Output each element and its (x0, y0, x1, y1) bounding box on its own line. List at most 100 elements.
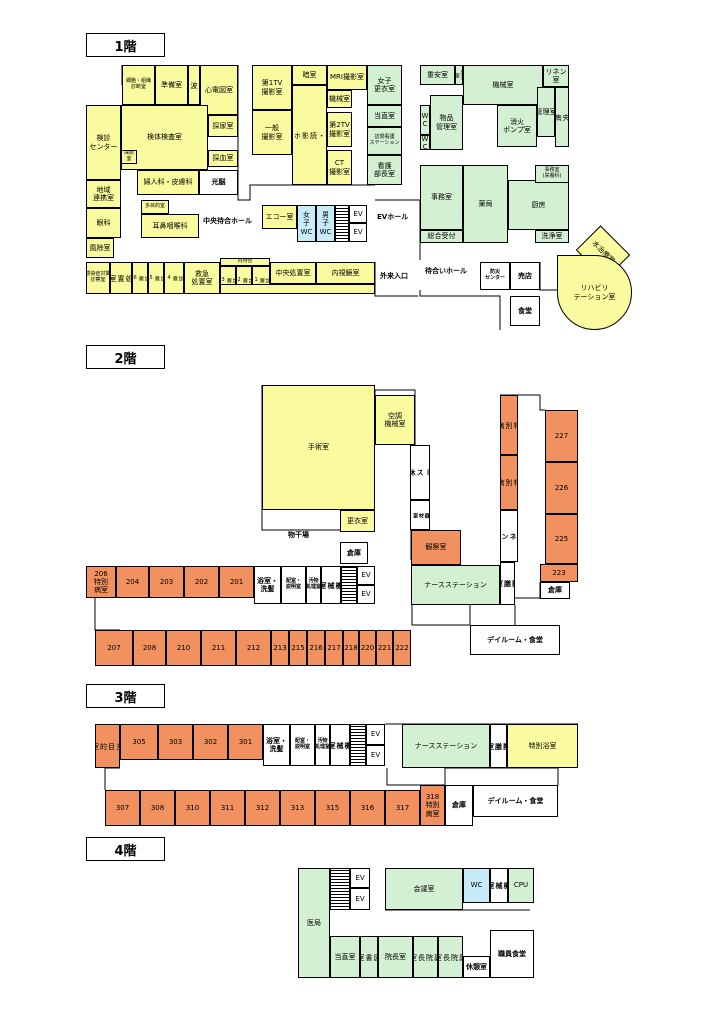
room-226: 226 (545, 462, 578, 514)
room-duty-4f: 当直室 (330, 936, 360, 978)
room-317: 317 (385, 790, 420, 826)
room-227: 227 (545, 410, 578, 462)
stairs-3f (350, 724, 366, 766)
room-202: 202 (184, 566, 219, 598)
floor-label-2f: 2階 (86, 345, 165, 369)
room-prep: 準備室 (155, 65, 188, 105)
room-204: 204 (116, 566, 149, 598)
room-multipurpose-1f: 多目的室 (141, 200, 169, 214)
room-eeg: 脳 波 室 (188, 65, 200, 105)
label-outpatient-entrance: 外来入口 (380, 272, 408, 280)
room-supply: 物品 管理室 (430, 95, 463, 150)
room-nursing-director: 看護 部長室 (367, 155, 402, 185)
room-bath-3f: 浴室・ 洗髪 (263, 724, 290, 766)
room-311: 311 (210, 790, 245, 826)
room-changing: 更衣室 (340, 510, 375, 532)
room-female-wc-1f: 女 子 WC (297, 205, 316, 242)
label-central-waiting: 中央待合ホール (203, 217, 252, 225)
room-218: 218 (343, 630, 359, 666)
room-management: 管理室 (537, 87, 555, 137)
elevator-4f-b: EV (350, 888, 370, 910)
room-regional-liaison: 地域 連携室 (86, 180, 121, 208)
room-220: 220 (359, 630, 376, 666)
room-central-records: 中 央 病 歴 (555, 87, 569, 147)
room-treatment-1f: 処 置 室 (110, 262, 132, 294)
room-nurse-rest: ナ ー ス 休 憩 (410, 445, 430, 500)
room-checkup-center: 検診 センター (86, 105, 121, 180)
room-linen-2f: リ ネ ン 室 (500, 510, 518, 562)
room-222: 222 (393, 630, 411, 666)
room-308: 308 (140, 790, 175, 826)
room-gyn-derm: 婦人科・皮膚科 (137, 170, 199, 195)
room-darkroom: 暗室 (292, 65, 327, 85)
room-machine-2f: 機 械 室 (321, 566, 341, 604)
room-echo: エコー室 (262, 205, 297, 229)
floor-label-1f: 1階 (86, 33, 165, 57)
room-exam-5: 診 察 5 (148, 262, 164, 294)
elevator-4f-a: EV (350, 868, 370, 888)
room-inner-waiting: 内待合 (220, 258, 270, 266)
room-linen-1f: リネン室 (543, 65, 569, 87)
room-corridor-strip (220, 284, 375, 294)
room-conference: 会議室 (385, 868, 463, 910)
room-machine-1f-b: 機械室 (463, 65, 543, 105)
room-special-bath: 特別浴室 (507, 724, 578, 768)
room-nurse-station-2f: ナースステーション (411, 565, 500, 605)
room-302: 302 (193, 724, 228, 760)
room-303: 303 (158, 724, 193, 760)
room-storage-3f: 倉庫 (445, 785, 473, 826)
room-216: 216 (307, 630, 325, 666)
elevator-2f-b: EV (357, 585, 375, 604)
room-wc-1f-b: WC (420, 135, 430, 150)
room-221: 221 (376, 630, 393, 666)
room-211: 211 (201, 630, 236, 666)
room-machine-4f: 機 械 室 (490, 868, 508, 903)
room-storage-2f-a: 倉庫 (340, 542, 368, 564)
room-223: 223 (540, 564, 578, 582)
elevator-2f-a: EV (357, 566, 375, 585)
room-203: 203 (149, 566, 184, 598)
room-director: 院長室 (378, 936, 413, 978)
room-endoscopy: 内視鏡室 (316, 262, 375, 284)
room-cytology-lab: 細胞・組織 診断室 (122, 65, 155, 105)
room-staff-cafeteria: 職員食堂 (490, 930, 534, 978)
room-pharmacy: 薬局 (463, 165, 508, 243)
room-wc-1f-a: WC (420, 105, 430, 135)
room-storage-2f-b: 倉庫 (540, 582, 570, 599)
room-mri: MRI撮影室 (327, 65, 367, 90)
room-310: 310 (175, 790, 210, 826)
room-207: 207 (95, 630, 133, 666)
room-mortuary: 霊安 室 (455, 65, 463, 85)
room-shop: 売店 (510, 262, 540, 290)
room-dayroom-3f: デイルーム・食堂 (473, 785, 558, 817)
room-bath-2f: 浴室・ 洗髪 (254, 566, 281, 604)
room-217: 217 (325, 630, 343, 666)
room-fire-pump: 消火 ポンプ室 (497, 105, 537, 147)
room-light: 光脳 (199, 170, 238, 195)
stairs-4f (330, 868, 350, 910)
floor-label-4f: 4階 (86, 837, 165, 861)
room-dayroom-2f: デイルーム・食堂 (470, 625, 560, 655)
room-wc-4f: WC (463, 868, 490, 903)
elevator-3f-b: EV (366, 745, 385, 766)
room-ct: CT 撮影室 (327, 150, 352, 185)
room-vice-director-1: 副 院 長 室 (413, 936, 438, 978)
room-sputum: 採痰室 (121, 150, 137, 164)
room-212: 212 (236, 630, 271, 666)
room-318-special: 318 特別 病室 (420, 785, 445, 826)
room-duty-1f: 当直室 (367, 105, 402, 127)
room-central-treatment: 中央処置室 (270, 262, 316, 284)
elevator-1f-b: EV (349, 223, 367, 242)
room-office-1f: 事務室 (420, 165, 463, 230)
room-213: 213 (271, 630, 289, 666)
room-exam-4: 診 察 4 (164, 262, 184, 294)
room-301: 301 (228, 724, 263, 760)
stairs-1f (335, 205, 349, 242)
room-1f-security: 重安室 (420, 65, 455, 85)
room-316: 316 (350, 790, 385, 826)
room-visit-nursing: 訪問看護 ステーション (367, 127, 402, 155)
room-cafeteria-1f: 食堂 (510, 296, 540, 326)
room-reception: 総合受付 (420, 230, 463, 243)
room-nutrition-office: 事務室 (栄養科) (535, 165, 569, 183)
label-ev-hall: EVホール (377, 213, 409, 221)
